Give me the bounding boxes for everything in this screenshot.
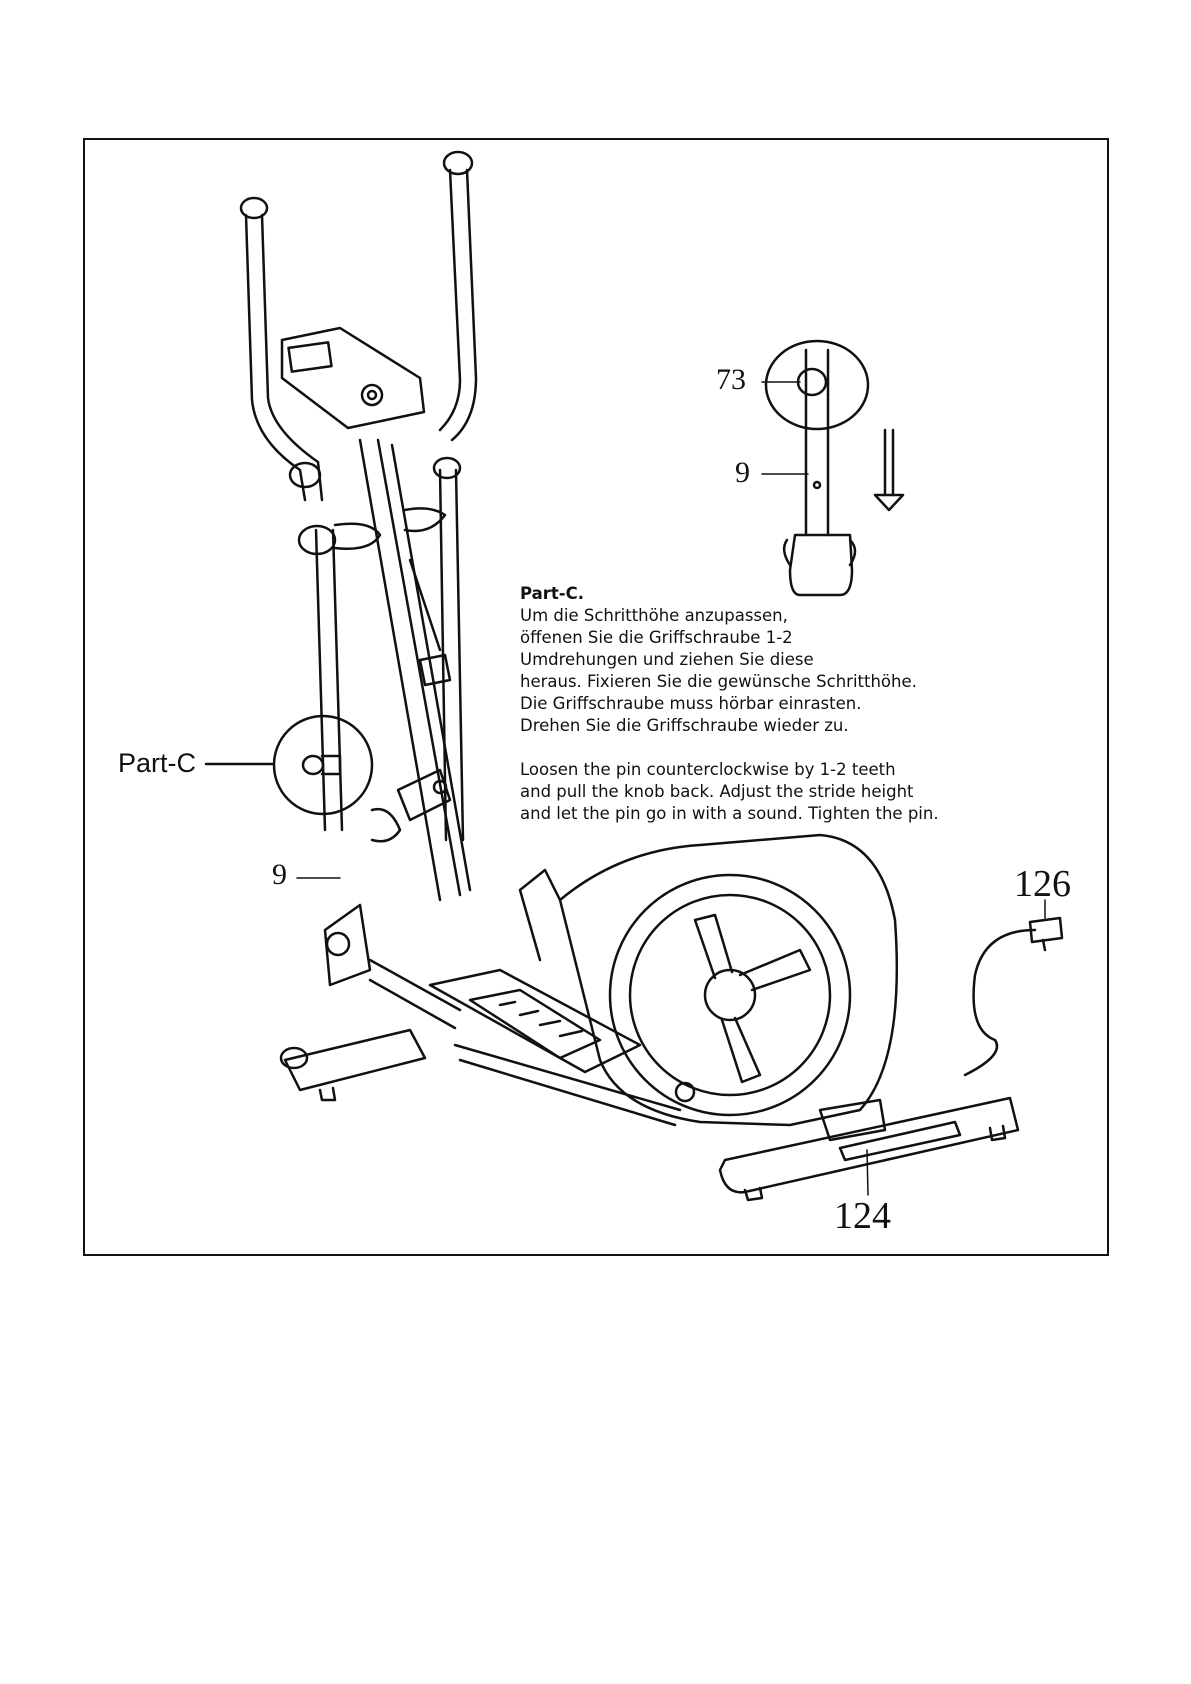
console	[280, 326, 426, 430]
label-9-main: 9	[272, 858, 287, 891]
label-part-c: Part-C	[118, 748, 197, 778]
label-9-detail: 9	[735, 456, 750, 489]
leader-124	[866, 1149, 869, 1196]
label-126: 126	[1014, 863, 1071, 905]
left-arm-upright	[297, 522, 382, 832]
pin-assembly	[370, 653, 452, 843]
instructions-title: Part-C.	[520, 584, 585, 603]
down-arrow-icon	[873, 428, 905, 512]
diagram-frame	[83, 138, 1109, 1256]
label-124: 124	[834, 1195, 891, 1237]
main-mast	[358, 438, 472, 902]
power-adapter	[963, 916, 1064, 1077]
part-c-detail-circle	[204, 714, 374, 816]
right-handlebar	[432, 150, 478, 480]
detail-pin-view	[764, 339, 870, 597]
instructions-block: Part-C. Um die Schritthöhe anzupassen, ö…	[520, 583, 1080, 825]
label-73: 73	[716, 363, 746, 396]
flywheel-housing	[518, 833, 899, 1127]
left-handlebar	[239, 196, 324, 502]
left-rear-leg	[323, 903, 462, 1030]
pedal	[428, 968, 682, 1127]
rear-stabilizer	[279, 1028, 427, 1102]
instructions-german: Um die Schritthöhe anzupassen, öffenen S…	[520, 606, 917, 735]
front-stabilizer	[718, 1096, 1020, 1202]
instructions-english: Loosen the pin counterclockwise by 1-2 t…	[520, 760, 939, 823]
